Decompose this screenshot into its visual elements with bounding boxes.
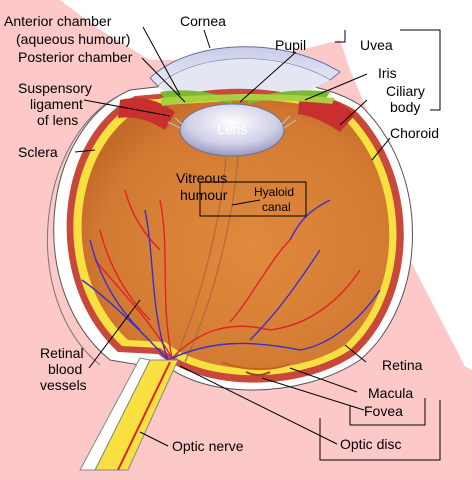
label-suspensory-2: ligament — [30, 96, 83, 112]
label-vitreous-2: humour — [180, 187, 228, 203]
anterior-chamber — [158, 58, 330, 98]
label-hyaloid-1: Hyaloid — [254, 185, 294, 199]
label-retinal-1: Retinal — [40, 345, 84, 361]
label-macula: Macula — [368, 385, 413, 401]
label-ciliary-1: Ciliary — [386, 83, 425, 99]
label-ciliary-2: body — [390, 99, 420, 115]
optic-nerve-sheath — [79, 357, 151, 471]
ciliary-body-left — [118, 98, 175, 130]
label-anterior-chamber: Anterior chamber — [4, 13, 112, 29]
retina-box — [319, 400, 441, 461]
hyaloid-canal — [174, 155, 239, 363]
label-pupil: Pupil — [275, 37, 306, 53]
label-iris: Iris — [378, 65, 397, 81]
label-aqueous-humour: (aqueous humour) — [16, 31, 130, 47]
label-sclera: Sclera — [18, 144, 58, 160]
label-suspensory-3: of lens — [37, 112, 78, 128]
label-uvea: Uvea — [360, 37, 393, 53]
uvea-bracket — [335, 29, 441, 111]
label-cornea: Cornea — [180, 13, 226, 29]
macula-shape — [221, 361, 291, 371]
label-lens: Lens — [217, 121, 247, 137]
central-artery — [117, 361, 171, 471]
fovea-shape — [245, 371, 271, 376]
background-region-lower — [250, 330, 472, 480]
label-posterior-chamber: Posterior chamber — [18, 49, 133, 65]
label-optic-nerve: Optic nerve — [172, 438, 244, 454]
label-fovea: Fovea — [364, 403, 403, 419]
retinal-blood-vessels — [81, 189, 381, 361]
label-hyaloid-2: canal — [262, 200, 291, 214]
label-optic-disc: Optic disc — [340, 436, 401, 452]
hyaloid-box — [199, 181, 307, 217]
label-retinal-2: blood — [48, 361, 82, 377]
vitreous-body — [81, 100, 390, 369]
label-vitreous-1: Vitreous — [176, 170, 227, 186]
label-retina: Retina — [382, 357, 423, 373]
label-suspensory-1: Suspensory — [18, 80, 92, 96]
suspensory-ligament — [167, 115, 297, 129]
macula-box — [349, 398, 426, 426]
leader-lines — [74, 26, 391, 447]
iris-band — [160, 94, 335, 106]
sclera-outer-line — [47, 94, 121, 366]
lens — [179, 103, 285, 157]
label-choroid: Choroid — [390, 125, 439, 141]
label-retinal-3: vessels — [40, 377, 87, 393]
